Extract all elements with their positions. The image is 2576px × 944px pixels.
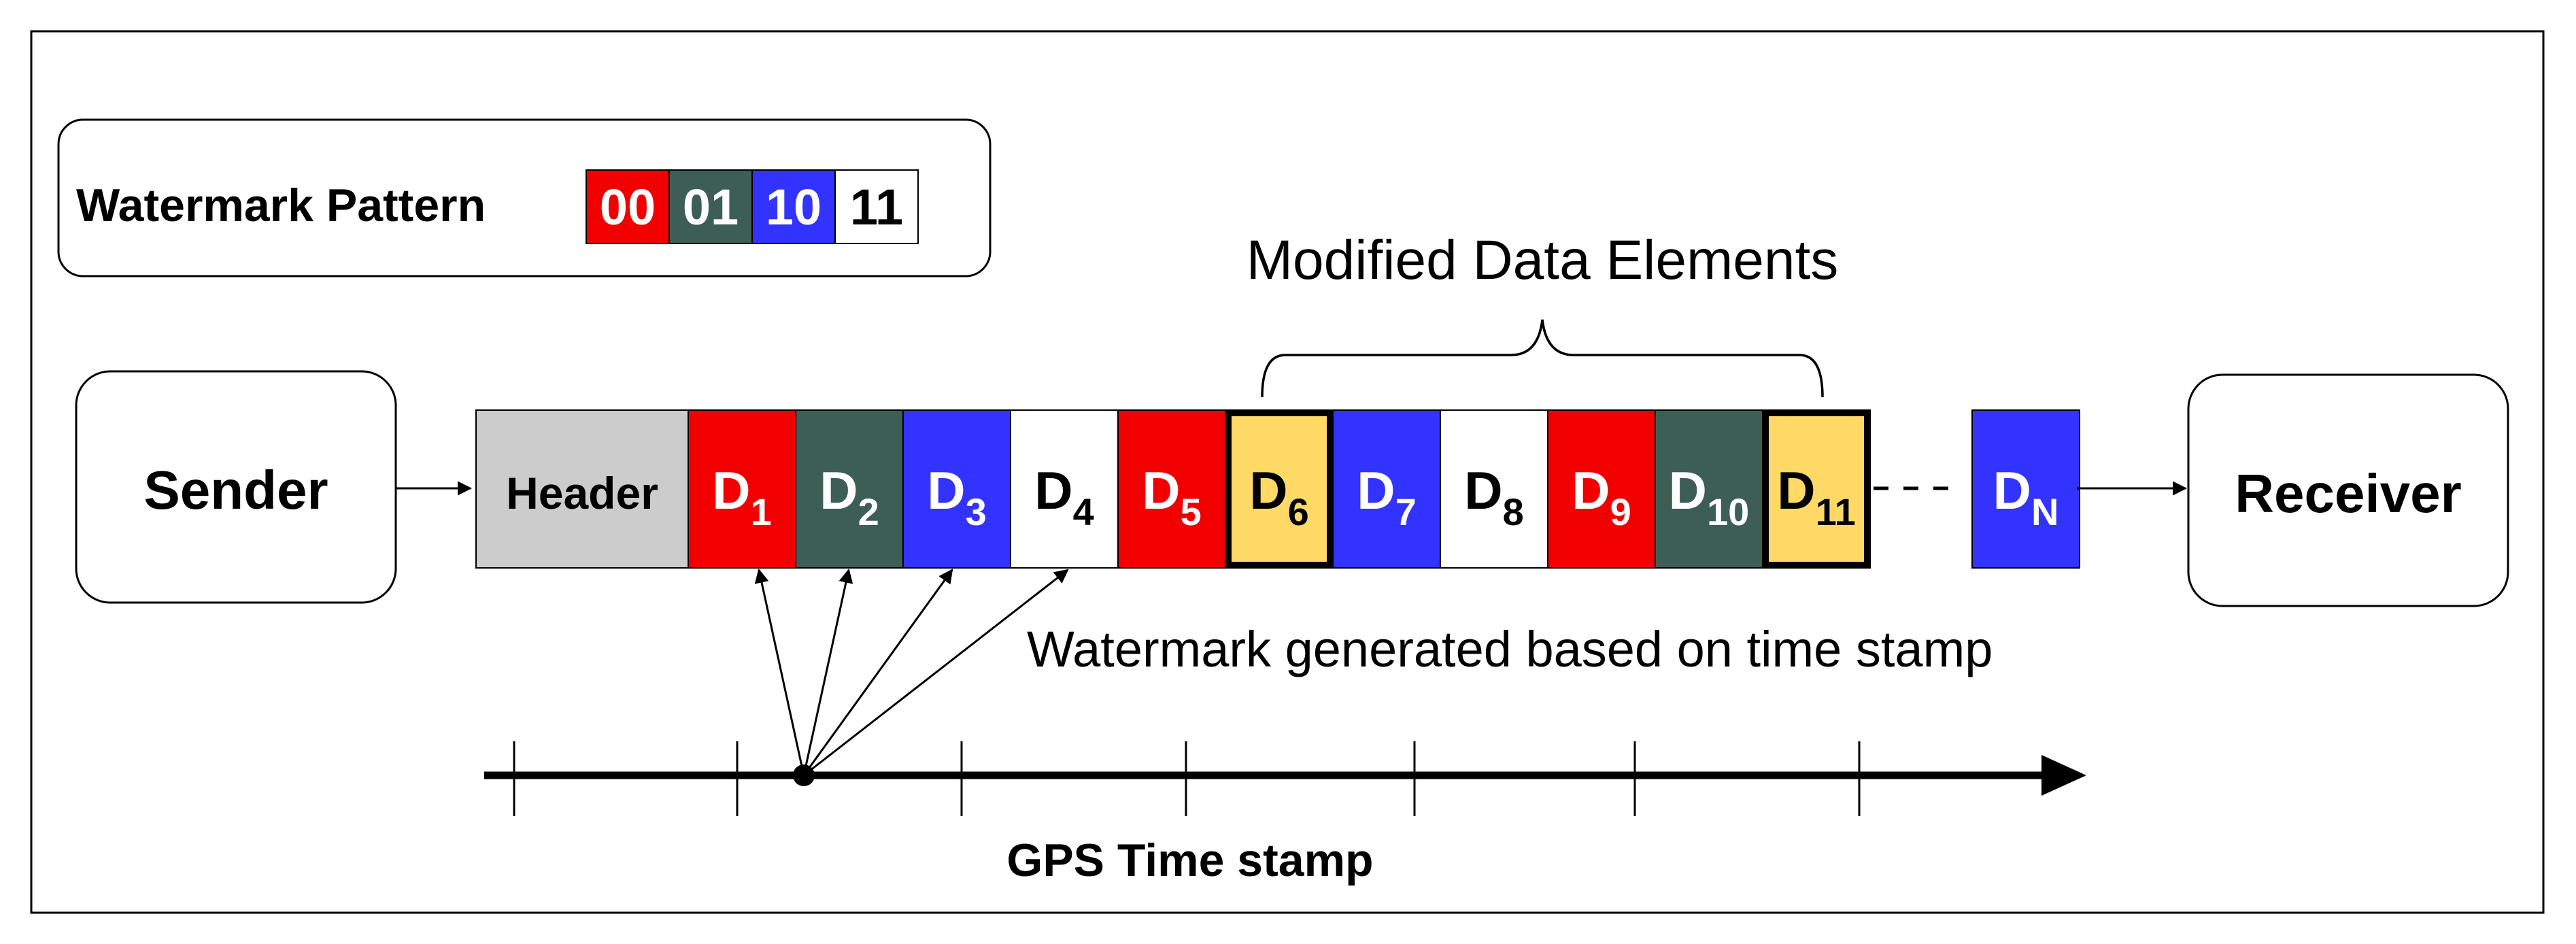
legend-code-cell <box>586 169 670 244</box>
data-element-cell <box>688 409 796 569</box>
data-element-label: D3 <box>927 460 987 533</box>
data-element-cell <box>795 409 904 569</box>
timeline-ticks <box>513 741 1861 816</box>
data-element-cell <box>1971 409 2080 569</box>
data-element-label: D4 <box>1034 460 1094 533</box>
data-element-label: D10 <box>1669 460 1750 533</box>
data-element-subscript: 9 <box>1610 490 1631 533</box>
data-element-base: D <box>1249 460 1287 520</box>
data-element-base: D <box>1993 460 2031 520</box>
gps-timeline <box>484 741 2086 816</box>
legend-code-text: 10 <box>766 179 821 235</box>
data-element-label: D2 <box>819 460 879 533</box>
data-element-subscript: 5 <box>1181 490 1202 533</box>
data-element-label: DN <box>1993 460 2059 533</box>
data-element-subscript: N <box>2031 490 2058 533</box>
timestamp-arrow <box>802 569 953 776</box>
watermark-note: Watermark generated based on time stamp <box>1027 621 1993 677</box>
modified-label: Modified Data Elements <box>1247 229 1839 291</box>
data-element-label: D1 <box>712 460 772 533</box>
data-element-base: D <box>1142 460 1180 520</box>
timestamp-arrows <box>754 568 1069 777</box>
timestamp-arrow <box>754 568 805 776</box>
data-element-base: D <box>1034 460 1072 520</box>
sender-box <box>75 370 397 604</box>
data-element-label: D7 <box>1357 460 1417 533</box>
modified-element-highlight <box>1225 409 1334 569</box>
modified-element-highlight <box>1762 409 1871 569</box>
timeline-arrowhead <box>2041 755 2086 796</box>
header-label: Header <box>506 468 658 518</box>
data-element-label: D8 <box>1464 460 1524 533</box>
data-element-subscript: 7 <box>1395 490 1417 533</box>
data-element-cell <box>1332 409 1441 569</box>
data-element-base: D <box>1464 460 1502 520</box>
data-element-label: D11 <box>1777 460 1856 533</box>
data-element-label: D6 <box>1249 460 1309 533</box>
outer-frame <box>30 30 2545 914</box>
timestamp-arrow <box>802 568 853 776</box>
data-element-subscript: 1 <box>751 490 772 533</box>
data-element-subscript: 8 <box>1503 490 1524 533</box>
legend-code-cell <box>668 169 753 244</box>
legend-codes: 00 01 10 11 <box>586 169 919 244</box>
data-element-subscript: 4 <box>1073 490 1094 533</box>
data-element-subscript: 10 <box>1707 490 1749 533</box>
data-element-subscript: 2 <box>858 490 879 533</box>
timestamp-arrow <box>803 569 1069 777</box>
legend-code-text: 11 <box>850 179 903 235</box>
timeline-label: GPS Time stamp <box>1006 835 1373 886</box>
data-element-cell <box>1547 409 1656 569</box>
receiver-box <box>2187 373 2509 607</box>
legend-code-cell <box>834 169 919 244</box>
modified-brace <box>1261 319 1824 398</box>
data-element-label: D5 <box>1142 460 1202 533</box>
data-element-base: D <box>1357 460 1395 520</box>
legend-code-text: 00 <box>600 179 656 235</box>
data-element-base: D <box>1777 460 1815 520</box>
data-element-base: D <box>1572 460 1610 520</box>
data-element-base: D <box>1669 460 1707 520</box>
sender-label: Sender <box>143 460 328 520</box>
watermark-pattern-legend: Watermark Pattern 00 01 10 11 <box>57 118 992 277</box>
data-element-subscript: 6 <box>1288 490 1309 533</box>
receiver-label: Receiver <box>2235 463 2462 524</box>
legend-code-text: 01 <box>683 179 739 235</box>
data-element-subscript: 11 <box>1816 490 1856 533</box>
data-element-cell <box>1440 409 1548 569</box>
data-element-label: D9 <box>1572 460 1631 533</box>
legend-label: Watermark Pattern <box>76 180 486 231</box>
data-element-cell <box>1010 409 1119 569</box>
data-element-cell <box>1655 409 1763 569</box>
data-element-base: D <box>819 460 858 520</box>
header-cell <box>475 409 689 569</box>
data-element-subscript: 3 <box>966 490 987 533</box>
data-element-base: D <box>927 460 965 520</box>
data-element-base: D <box>712 460 750 520</box>
